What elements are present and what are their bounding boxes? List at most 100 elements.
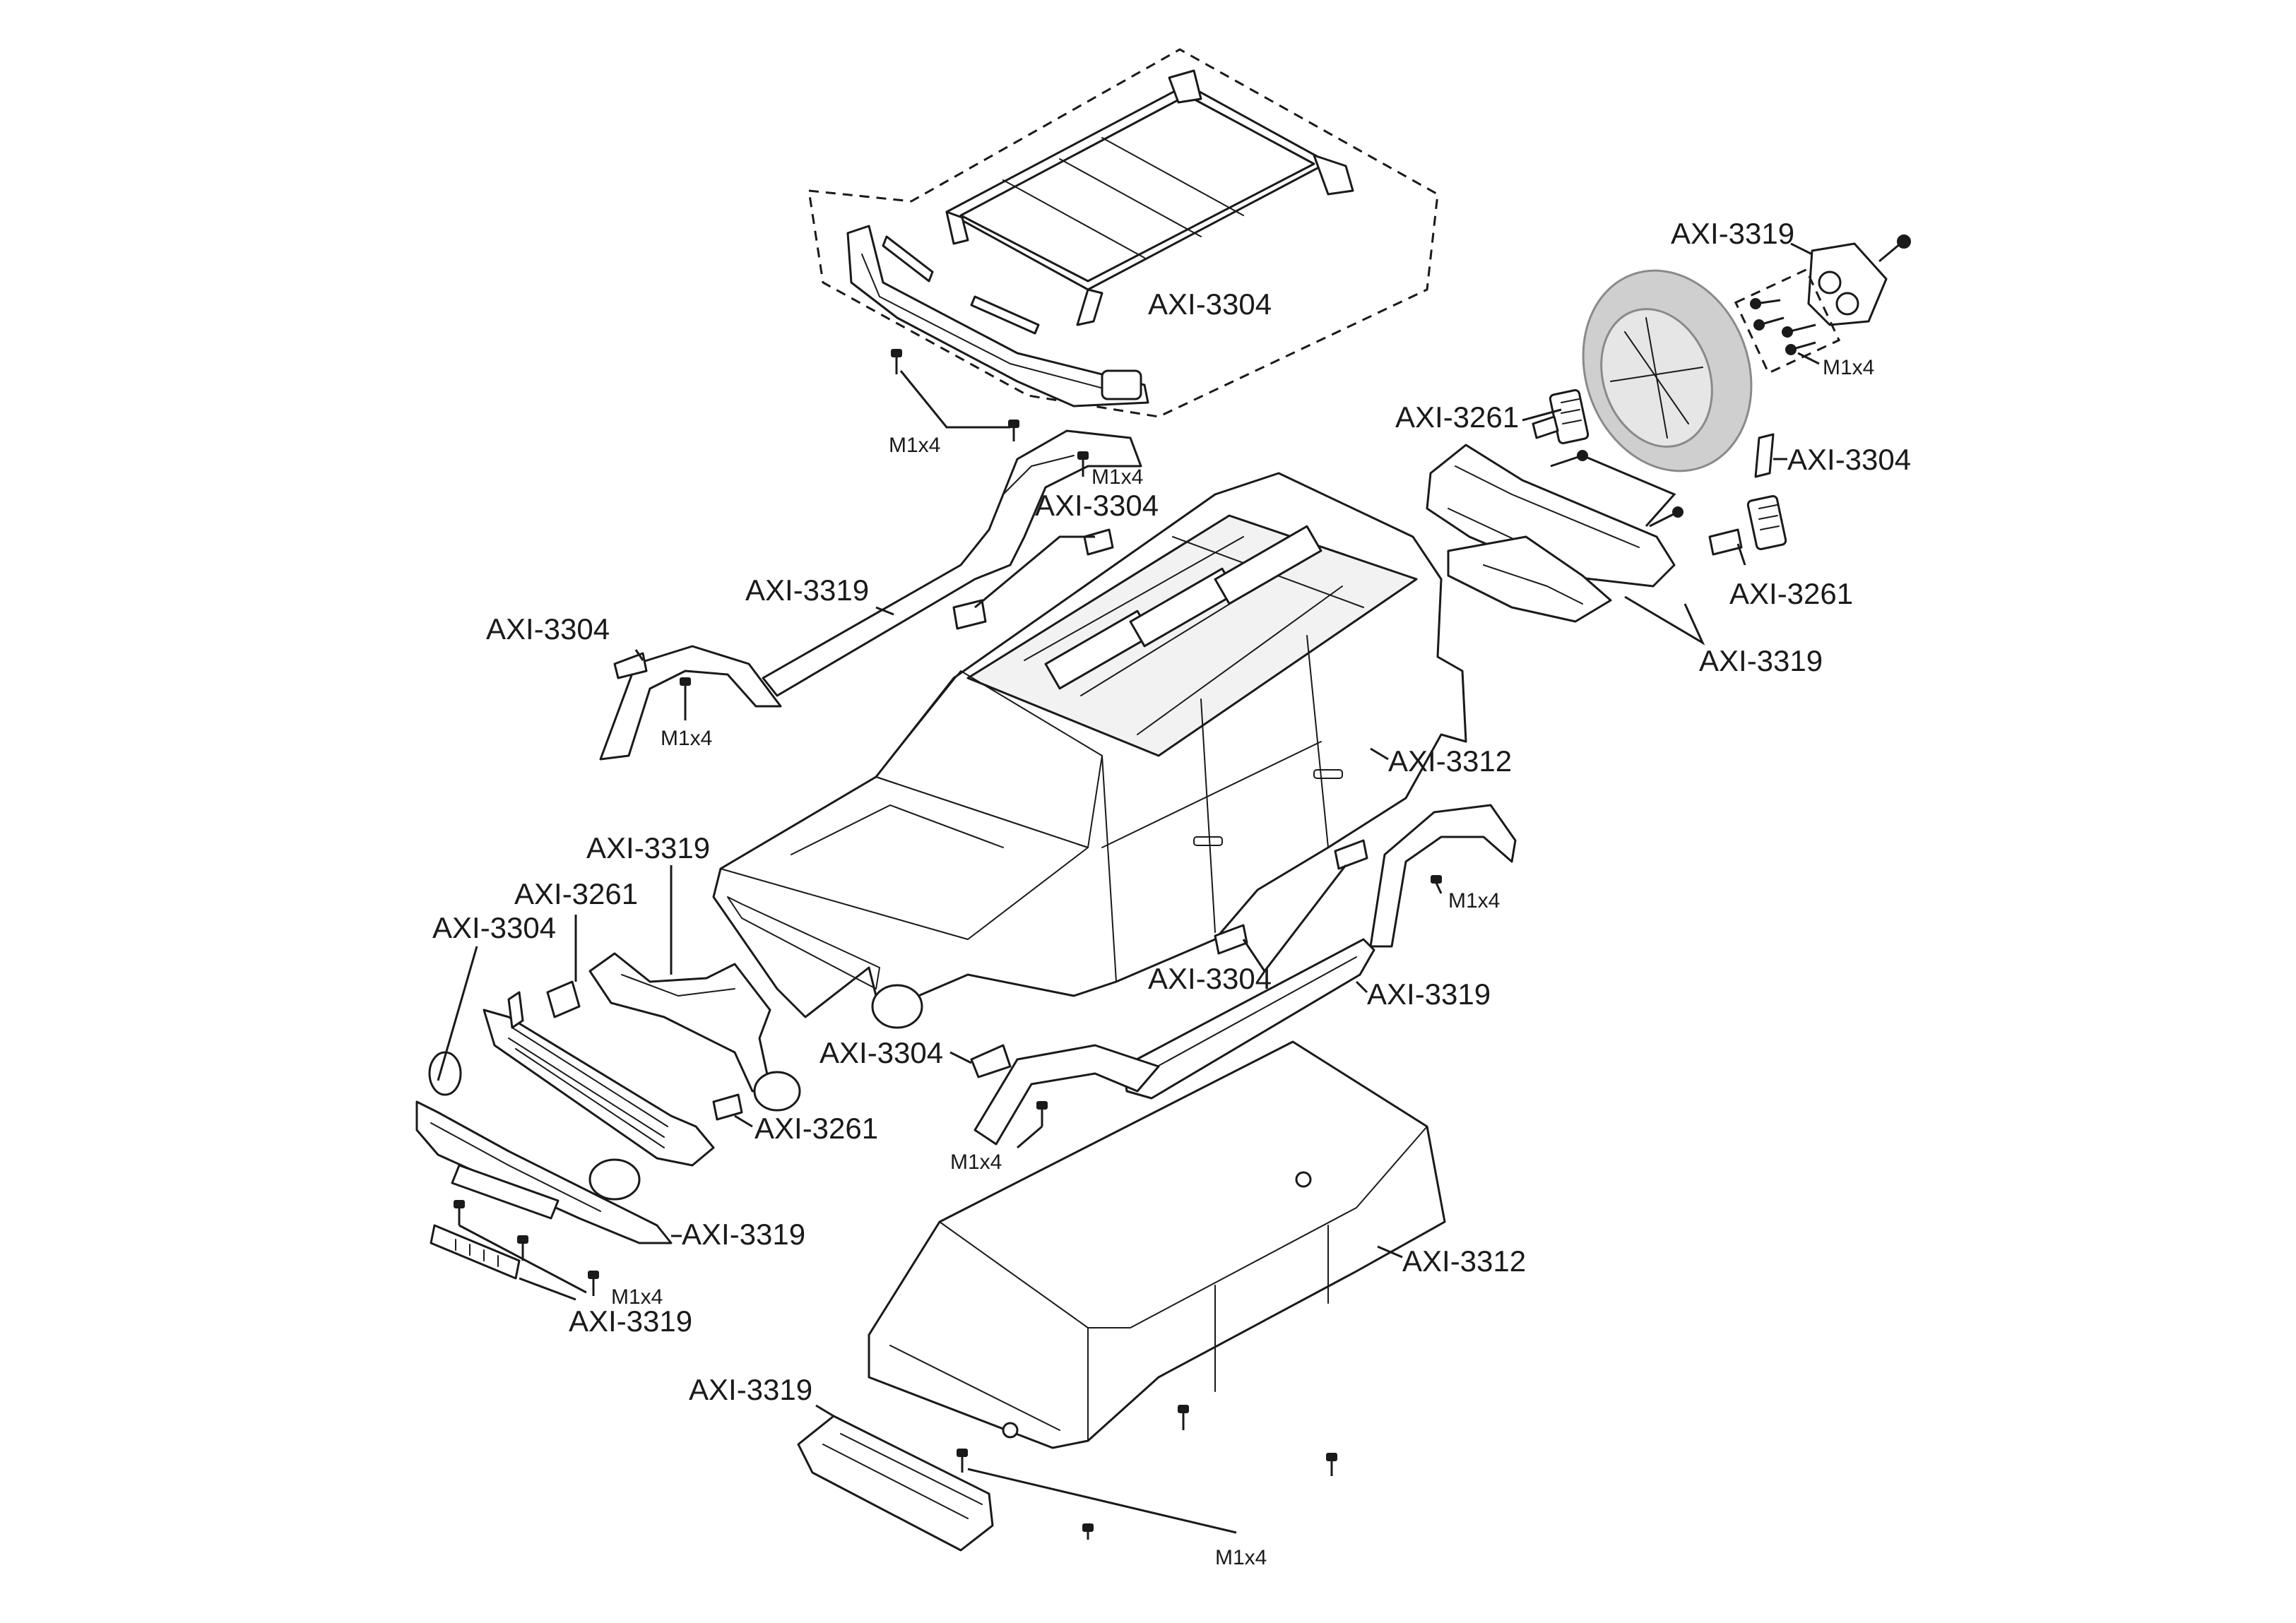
- rear-fender-clip-label: AXI-3304: [486, 612, 610, 646]
- fog-light-label: AXI-3261: [755, 1112, 878, 1145]
- license-plate: [430, 1224, 521, 1280]
- front-assembly-group: AXI-3319 AXI-3261 AXI-3304: [428, 831, 801, 1167]
- bumper-screws-label: M1x4: [611, 1285, 663, 1309]
- body-grille-opening: [727, 896, 880, 989]
- bumper-screw-1: [454, 1200, 465, 1225]
- fog-light: [588, 1158, 641, 1201]
- rear-light-upper-bulb: [1532, 415, 1559, 439]
- roof-rail-screw: [1077, 451, 1089, 477]
- front-fender-screw-label: M1x4: [950, 1151, 1002, 1174]
- wiper-left: [882, 235, 934, 283]
- spare-mount-label: AXI-3319: [1671, 217, 1794, 250]
- body-shell-group: AXI-3312: [712, 472, 1512, 1029]
- hardtop-screw-2: [1178, 1405, 1189, 1430]
- side-step-clip-2: [1334, 839, 1368, 870]
- rear-light-lower-bulb: [1708, 528, 1743, 556]
- roof-rail-label: AXI-3319: [745, 573, 869, 607]
- rear-hitch-label: AXI-3319: [1699, 644, 1823, 677]
- front-fender-clip: [970, 1044, 1012, 1078]
- roof-rack-frame: [945, 83, 1330, 291]
- hardtop-screw-4: [1082, 1523, 1094, 1540]
- rear-hitch-bracket: [1426, 444, 1676, 588]
- roof-clip-1: [1083, 528, 1114, 556]
- rear-assembly-group: AXI-3261 AXI-3304 AXI-3261 AXI-3319: [1395, 389, 1911, 677]
- front-light-lens: [546, 980, 581, 1018]
- hardtop-label: AXI-3312: [1402, 1244, 1526, 1278]
- body-hood: [720, 776, 1089, 940]
- front-bumper-group: AXI-3261 AXI-3319 M1x4 AXI-3319: [415, 1093, 878, 1338]
- spare-tire-mount: [1807, 242, 1888, 326]
- front-light-ring: [753, 1071, 801, 1112]
- roof-rail-screw-label: M1x4: [1091, 465, 1143, 489]
- front-lamp-bar-label: AXI-3319: [586, 831, 710, 864]
- roof-rack-kit-label: AXI-3304: [1148, 287, 1272, 321]
- bumper-screw-3: [588, 1271, 599, 1296]
- rear-hitch-screw-2: [1649, 506, 1683, 528]
- side-step-clips-label: AXI-3304: [1148, 962, 1272, 995]
- front-bumper-label: AXI-3319: [682, 1218, 805, 1251]
- bumper-winch-plate: [451, 1164, 560, 1220]
- front-fender-screw: [1036, 1101, 1048, 1126]
- fog-light-bulb: [712, 1093, 743, 1121]
- front-fender-right: [1369, 804, 1517, 948]
- grille-clips-label: AXI-3304: [432, 911, 556, 944]
- rear-mount-clip: [1754, 433, 1775, 478]
- rear-mount-clip-label: AXI-3304: [1787, 443, 1911, 476]
- tire-screws-label: M1x4: [1823, 356, 1874, 379]
- license-plate-label: AXI-3319: [569, 1304, 692, 1338]
- windshield-screw-1: [891, 349, 902, 374]
- windshield-screws-label: M1x4: [889, 434, 940, 457]
- mount-top-screw: [1878, 234, 1911, 263]
- front-grille: [483, 1009, 715, 1167]
- tire-screws: [1750, 298, 1816, 355]
- roof-rack-dashed-outline: [807, 48, 1439, 418]
- side-fender-screw-label: M1x4: [1448, 889, 1500, 912]
- body-headlight-ring: [871, 984, 923, 1029]
- side-step-label: AXI-3319: [1367, 977, 1491, 1011]
- skid-plate: [797, 1415, 994, 1552]
- windshield-screws-leader: [899, 370, 1010, 429]
- rear-fender-screw: [680, 677, 691, 720]
- rear-fender-lower: [974, 1044, 1160, 1146]
- roof-auxiliary-light: [1101, 369, 1142, 400]
- hardtop-screw-3: [1326, 1453, 1337, 1476]
- hardtop-shell: [868, 1040, 1446, 1449]
- front-light-label: AXI-3261: [514, 877, 638, 910]
- hardtop-group: AXI-3312: [868, 1040, 1526, 1449]
- roof-rack-front-leg: [945, 210, 969, 245]
- skid-plate-group: AXI-3319 M1x4: [689, 1373, 1337, 1569]
- wiper-right: [970, 295, 1040, 335]
- roof-rack-rear-leg: [1076, 288, 1103, 326]
- rear-hitch-screw-1: [1550, 450, 1588, 468]
- side-step: [1122, 938, 1375, 1100]
- front-bumper: [415, 1100, 673, 1244]
- front-fender-clip-label: AXI-3304: [819, 1036, 943, 1069]
- rear-light-lower: [1746, 495, 1787, 550]
- body-shell-label: AXI-3312: [1388, 744, 1512, 778]
- roof-rack-kit-group: M1x4 AXI-3304: [807, 48, 1439, 457]
- roof-clips-label: AXI-3304: [1035, 489, 1159, 522]
- body-roof: [966, 514, 1418, 757]
- rear-fender-left: [599, 645, 782, 761]
- spare-tire-group: M1x4 AXI-3319: [1582, 217, 1911, 472]
- front-lamp-bar: [588, 952, 771, 1093]
- roof-rack-end-cap: [1313, 154, 1354, 196]
- windshield-screw-2: [1008, 420, 1019, 441]
- grille-surround-left: [428, 1051, 462, 1096]
- body-doors: [1101, 635, 1329, 982]
- skid-plate-label: AXI-3319: [689, 1373, 812, 1406]
- hardtop-screws-label: M1x4: [1215, 1546, 1267, 1569]
- rear-light-lower-label: AXI-3261: [1729, 577, 1853, 610]
- side-fender-group: M1x4 AXI-3304 AXI-3319 AXI-3304 M1x4: [819, 804, 1517, 1174]
- rear-light-upper-label: AXI-3261: [1395, 400, 1519, 434]
- rear-fender-clip: [613, 652, 648, 679]
- roof-clip-2: [952, 599, 987, 630]
- roof-rail: [762, 429, 1142, 697]
- roof-rack-top-cap: [1168, 69, 1202, 104]
- hardtop-screw-1: [957, 1449, 968, 1473]
- grille-clip-left: [507, 991, 524, 1029]
- side-fender-screw: [1431, 875, 1443, 894]
- roof-rail-group: M1x4 AXI-3304 AXI-3319 AXI-3304 M1x4: [486, 429, 1159, 761]
- rear-hitch-receiver: [1447, 535, 1612, 623]
